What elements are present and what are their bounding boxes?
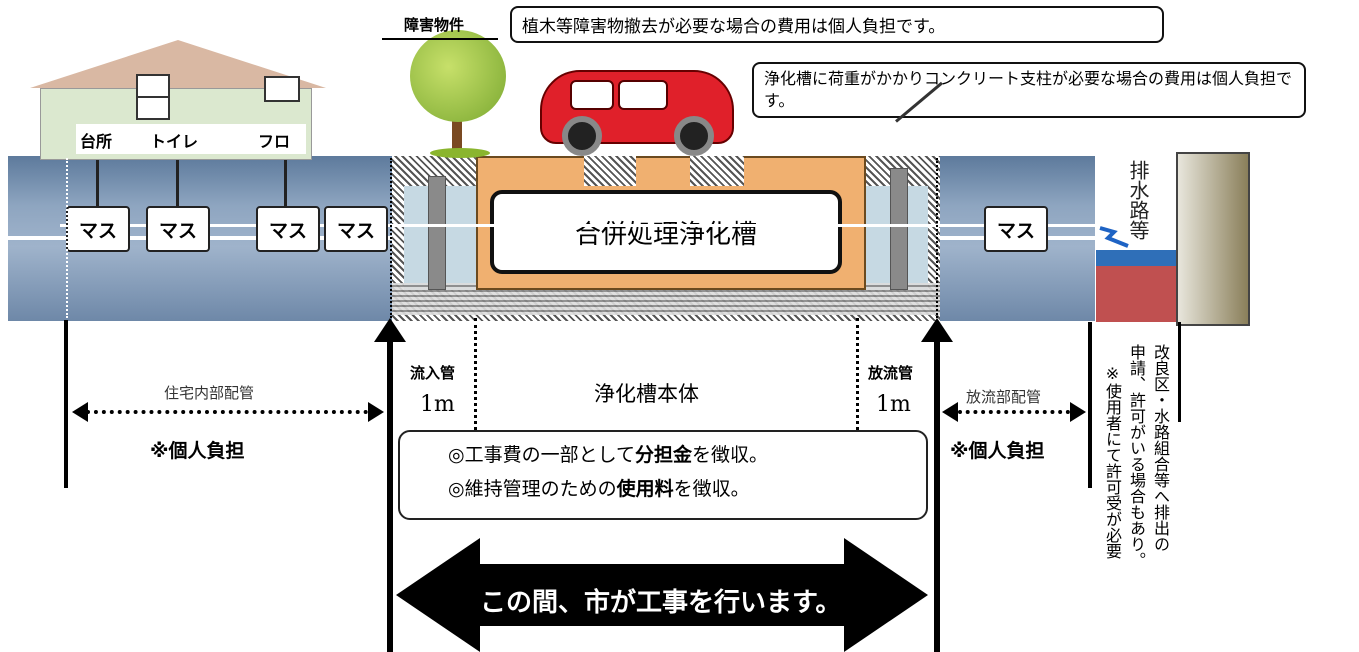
house-room-band: [76, 124, 306, 154]
tank-label: 合併処理浄化槽: [574, 219, 757, 250]
outflow-piping-line: [958, 410, 1070, 414]
fee-box: ◎工事費の一部として分担金を徴収。 ◎維持管理のための使用料を徴収。: [398, 430, 928, 520]
mas-label: マス: [996, 219, 1035, 242]
pillar-note-callout: 浄化槽に荷重がかかりコンクリート支柱が必要な場合の費用は個人負担です。: [752, 62, 1306, 118]
mas-box-4: マス: [324, 206, 388, 252]
boundary-line-house: [64, 320, 68, 488]
tank-lid-1: [584, 156, 636, 186]
house-window-2: [264, 76, 300, 102]
drain-water: [1096, 250, 1176, 266]
obstacle-label: 障害物件: [404, 16, 465, 34]
mas-box-2: マス: [146, 206, 210, 252]
outflow-piping-label: 放流部配管: [966, 388, 1042, 406]
vertical-note-1: 改良区・水路組合等へ排出の: [1151, 344, 1170, 552]
water-flow-arrow: [1099, 226, 1129, 248]
house-door: [136, 96, 170, 120]
outflow-arrow-left: [942, 402, 958, 422]
tank-label-box: 合併処理浄化槽: [490, 190, 842, 274]
city-work-arrow: [396, 538, 928, 652]
obstacle-note-callout: 植木等障害物撤去が必要な場合の費用は個人負担です。: [510, 6, 1164, 43]
car-window-1: [570, 80, 614, 110]
obstacle-underline: [382, 38, 498, 40]
pipe-toilet: [176, 156, 179, 208]
indoor-piping-label: 住宅内部配管: [164, 384, 255, 402]
main-pipe: [60, 224, 1100, 227]
self-pay-right: ※個人負担: [950, 440, 1045, 462]
indoor-arrow-right: [368, 402, 384, 422]
indoor-arrow-left: [72, 402, 88, 422]
boundary-line-inflow: [387, 330, 393, 652]
arrow-up-inflow: [374, 318, 406, 342]
tree-crown: [410, 30, 506, 122]
outflow-label: 放流管: [868, 364, 914, 382]
boundary-line-drain: [1088, 322, 1092, 488]
mas-label: マス: [158, 219, 197, 242]
mas-box-5: マス: [984, 206, 1048, 252]
boundary-dotted-outflow: [936, 158, 938, 318]
inflow-length: 1m: [420, 392, 455, 417]
car-wheel-front: [562, 116, 602, 156]
tank-body-label: 浄化槽本体: [594, 382, 699, 406]
mas-label: マス: [78, 219, 117, 242]
fee-line-2: ◎維持管理のための使用料を徴収。: [448, 478, 750, 500]
house-window-1: [136, 74, 170, 98]
concrete-pillar-right: [890, 168, 908, 290]
concrete-pillar-left: [428, 176, 446, 290]
tank-body-dash-left: [474, 318, 477, 430]
drain-label: 排水路等: [1126, 160, 1150, 240]
pillar-note: 浄化槽に荷重がかかりコンクリート支柱が必要な場合の費用は個人負担です。: [764, 69, 1293, 110]
obstacle-note: 植木等障害物撤去が必要な場合の費用は個人負担です。: [522, 17, 946, 37]
room-bath: フロ: [258, 132, 291, 151]
fee-line-1: ◎工事費の一部として分担金を徴収。: [448, 444, 769, 466]
drain-wall: [1176, 152, 1250, 326]
car-window-2: [618, 80, 668, 110]
room-kitchen: 台所: [80, 132, 113, 151]
boundary-line-outflow: [934, 330, 940, 652]
tank-body-dash-right: [856, 318, 859, 430]
city-work-label: この間、市が工事を行います。: [480, 588, 842, 618]
drain-soil: [1096, 266, 1176, 322]
pipe-bath: [284, 156, 287, 208]
vertical-note-3: ※使用者にて許可受が必要: [1103, 364, 1122, 559]
tree-ground: [430, 148, 490, 158]
vertical-note-line: [1178, 322, 1181, 422]
indoor-piping-line: [86, 410, 368, 414]
outflow-length: 1m: [876, 392, 911, 417]
pipe-kitchen: [96, 156, 99, 208]
mas-label: マス: [336, 219, 375, 242]
outflow-arrow-right: [1070, 402, 1086, 422]
self-pay-left: ※個人負担: [150, 440, 245, 462]
arrow-up-outflow: [921, 318, 953, 342]
tank-lid-2: [690, 156, 744, 186]
mas-label: マス: [268, 219, 307, 242]
mas-box-3: マス: [256, 206, 320, 252]
mas-box-1: マス: [66, 206, 130, 252]
room-toilet: トイレ: [150, 132, 199, 151]
vertical-note-2: 申請、許可がいる場合もあり。: [1127, 344, 1146, 568]
boundary-dotted-house: [66, 158, 68, 318]
inflow-label: 流入管: [410, 364, 456, 382]
boundary-dotted-inflow: [390, 158, 392, 318]
tree-trunk: [452, 90, 462, 154]
car-wheel-rear: [674, 116, 714, 156]
